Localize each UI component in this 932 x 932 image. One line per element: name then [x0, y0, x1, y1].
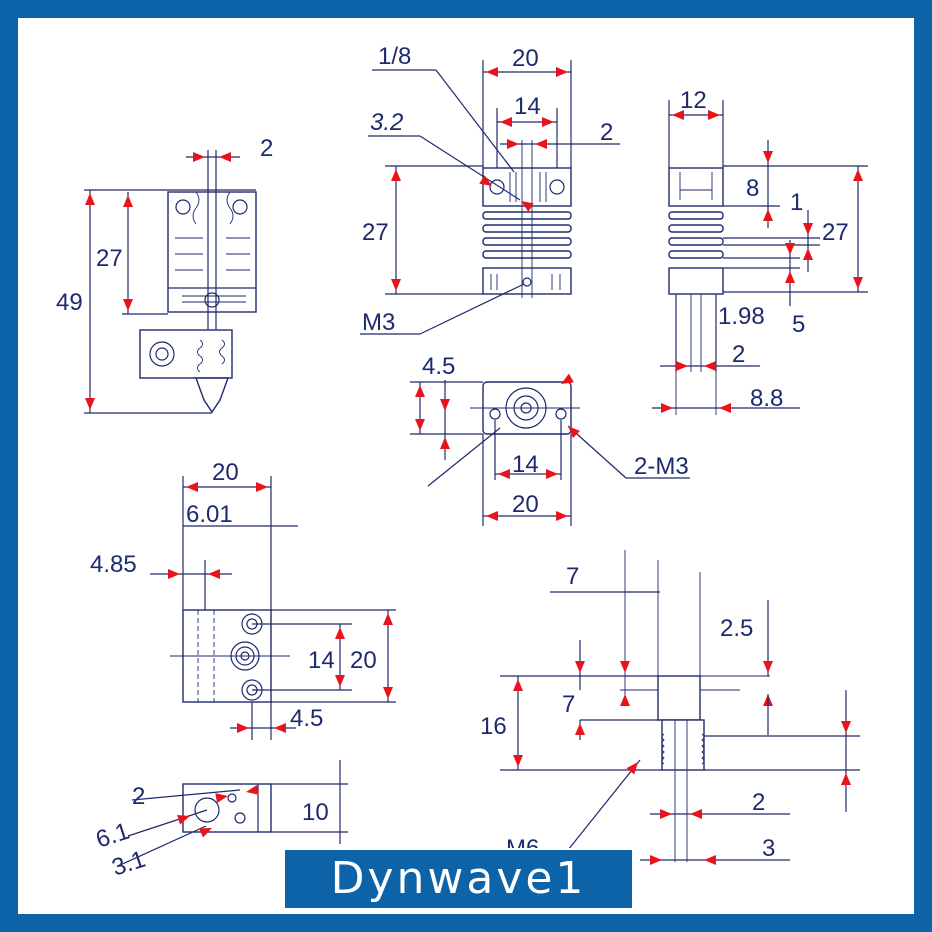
right-tube-outer-label: 8.8 — [750, 385, 783, 412]
nozzle-thread-width-label: 3 — [762, 835, 775, 862]
heatsink-thread-label: 1/8 — [378, 43, 411, 70]
right-height-label: 27 — [822, 219, 849, 246]
nozzle-view — [500, 550, 860, 865]
heatsink-outer-width-label: 20 — [512, 45, 539, 72]
block-offset-b-label: 4.85 — [90, 551, 137, 578]
right-bottom-label: 5 — [792, 311, 805, 338]
block-bottom-label: 4.5 — [290, 705, 323, 732]
right-fin-pitch-label: 1 — [790, 189, 803, 216]
top-screws-label: 2-M3 — [634, 453, 689, 480]
heatsink-front-view — [360, 60, 620, 335]
block-width-label: 20 — [212, 459, 239, 486]
heater-block-front-view — [117, 760, 348, 867]
right-width-label: 12 — [680, 87, 707, 114]
right-top-block-label: 8 — [746, 175, 759, 202]
right-fin-gap-label: 1.98 — [718, 303, 765, 330]
brand-text: Dynwave1 — [330, 853, 587, 904]
heater-block-side-view — [150, 476, 396, 740]
nozzle-hex-height-label: 7 — [562, 691, 575, 718]
assembly-top-gap-label: 2 — [260, 135, 273, 162]
assembly-side-view — [84, 150, 257, 414]
heatsink-height-label: 27 — [362, 219, 389, 246]
block-height-label: 20 — [350, 647, 377, 674]
heatsink-top-view — [410, 373, 690, 526]
top-offset-label: 4.5 — [422, 353, 455, 380]
front-hole-c-label: 3.1 — [109, 846, 149, 882]
brand-badge: Dynwave1 — [283, 848, 634, 910]
nozzle-top-offset-label: 7 — [566, 563, 579, 590]
assembly-heatsink-height-label: 27 — [96, 245, 123, 272]
nozzle-tip-label: 2.5 — [720, 615, 753, 642]
heatsink-hole-offset-label: 3.2 — [370, 109, 403, 136]
heatsink-inner-width-label: 14 — [514, 93, 541, 120]
nozzle-total-label: 16 — [480, 713, 507, 740]
heatsink-screw-label: M3 — [362, 309, 395, 336]
heatsink-right-view — [652, 100, 868, 415]
front-height-label: 10 — [302, 799, 329, 826]
top-hole-spacing-label: 14 — [512, 451, 539, 478]
heatsink-bore-label: 2 — [600, 119, 613, 146]
front-hole-b-label: 6.1 — [93, 818, 133, 854]
right-tube-label: 2 — [732, 341, 745, 368]
assembly-total-height-label: 49 — [56, 289, 83, 316]
block-hole-spacing-label: 14 — [308, 647, 335, 674]
nozzle-bore-label: 2 — [752, 789, 765, 816]
top-width-label: 20 — [512, 491, 539, 518]
block-offset-a-label: 6.01 — [186, 501, 233, 528]
front-hole-a-label: 2 — [132, 783, 145, 810]
